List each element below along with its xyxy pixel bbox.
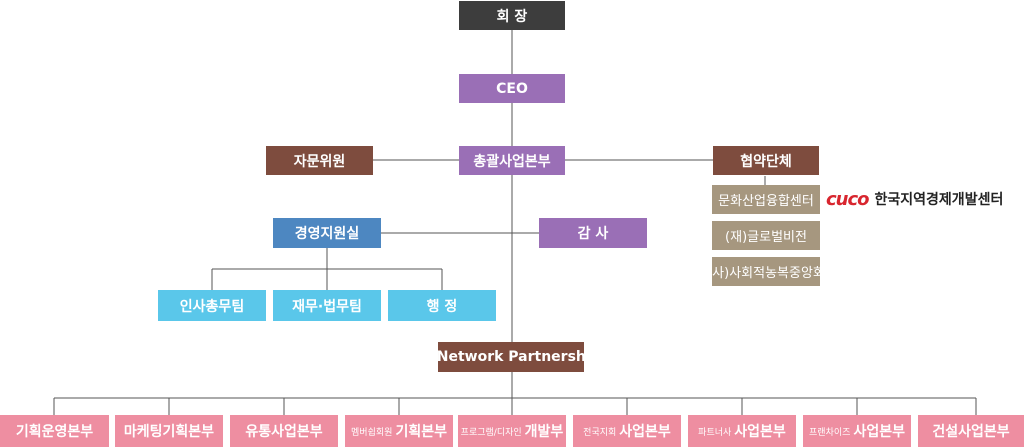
division-prefix: 프로그램/디자인 [460, 427, 522, 438]
division-box: 건설사업본부 [918, 415, 1024, 447]
team-box: 재무·법무팀 [273, 290, 381, 321]
division-name: 사업본부 [853, 424, 905, 440]
chairman-box: 회 장 [459, 1, 565, 30]
logo-text: 한국지역경제개발센터 [874, 192, 1004, 208]
ceo-box: CEO [459, 74, 565, 103]
knetwork-box: K-Network Partnership [421, 342, 601, 372]
general-hq-box: 총괄사업본부 [459, 146, 565, 175]
logo-mark: cuco [826, 188, 870, 210]
audit-box: 감 사 [539, 218, 647, 248]
division-name: 기획운영본부 [15, 424, 94, 440]
division-name: 사업본부 [734, 424, 786, 440]
partner-item: 문화산업융합센터 [712, 185, 820, 214]
division-name: 건설사업본부 [932, 424, 1010, 440]
division-name: 유통사업본부 [245, 424, 323, 440]
division-box: 마케팅기획본부 [115, 415, 223, 447]
division-name: 마케팅기획본부 [123, 424, 215, 440]
partner-item: (사)사회적농복중앙회 [707, 257, 825, 286]
advisors-box: 자문위원 [266, 146, 373, 175]
management-box: 경영지원실 [273, 218, 381, 248]
division-box: 기획운영본부 [0, 415, 109, 447]
division-prefix: 파트너사 [698, 427, 732, 438]
partners-box: 협약단체 [713, 146, 819, 175]
team-box: 인사총무팀 [158, 290, 266, 321]
division-prefix: 멤버쉽회원 [351, 427, 393, 438]
division-name: 사업본부 [619, 424, 671, 440]
team-box: 행 정 [388, 290, 496, 321]
kldc-logo: cuco 한국지역경제개발센터 [826, 188, 1003, 210]
division-prefix: 프랜차이즈 [809, 427, 851, 438]
division-prefix: 전국지회 [583, 427, 617, 438]
division-box: 유통사업본부 [230, 415, 338, 447]
division-name: 기획본부 [395, 424, 447, 440]
partner-item: (재)글로벌비전 [712, 221, 820, 250]
division-name: 개발부 [524, 424, 564, 440]
